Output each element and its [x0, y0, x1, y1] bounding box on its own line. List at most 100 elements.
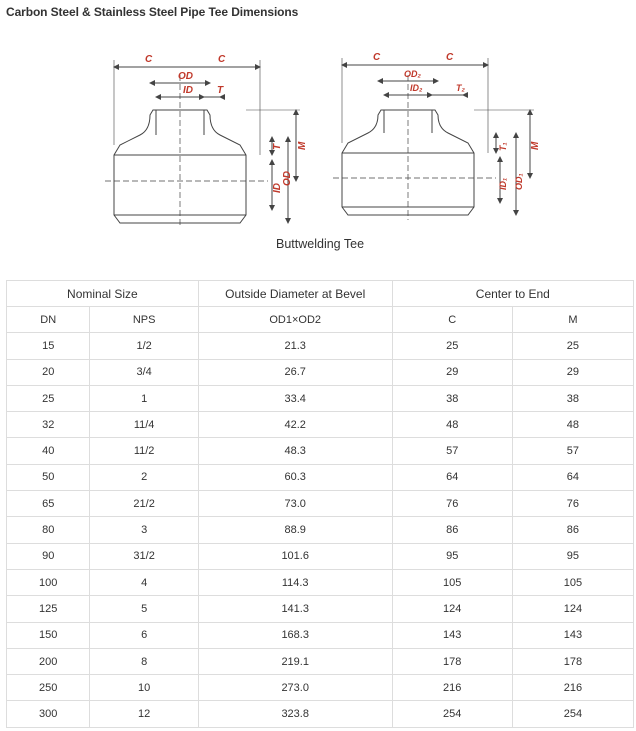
- cell-dn: 90: [5, 542, 91, 570]
- cell-dn: 100: [5, 568, 91, 597]
- cell-dn: 50: [5, 463, 91, 492]
- cell-od: 273.0: [197, 674, 393, 702]
- cell-od: 88.9: [197, 516, 393, 544]
- dimensions-table: Nominal Size Outside Diameter at Bevel C…: [5, 280, 635, 728]
- cell-dn: 15: [5, 332, 91, 360]
- label-c2-left: C: [373, 52, 381, 63]
- cell-m: 25: [511, 332, 635, 360]
- cell-nps: 2: [89, 463, 199, 492]
- header-nps: NPS: [89, 305, 199, 334]
- cell-od: 21.3: [197, 332, 393, 360]
- diagram-caption: Buttwelding Tee: [276, 237, 365, 251]
- cell-nps: 5: [89, 595, 199, 623]
- cell-m: 254: [511, 700, 635, 728]
- label-t2: T₂: [456, 83, 465, 93]
- cell-c: 143: [391, 621, 513, 649]
- cell-c: 86: [391, 516, 513, 544]
- label-t: T: [217, 85, 224, 96]
- label-id: ID: [183, 85, 193, 96]
- cell-m: 86: [511, 516, 635, 544]
- cell-c: 64: [391, 463, 513, 492]
- cell-m: 57: [511, 437, 635, 465]
- cell-od: 48.3: [197, 437, 393, 465]
- cell-nps: 12: [89, 700, 199, 728]
- cell-od: 60.3: [197, 463, 393, 492]
- cell-nps: 31/2: [89, 542, 199, 570]
- cell-c: 76: [391, 490, 513, 518]
- equal-tee-drawing: [105, 60, 300, 225]
- label-id-vertical: ID: [272, 183, 283, 193]
- cell-m: 48: [511, 411, 635, 439]
- header-center-to-end: Center to End: [391, 280, 635, 307]
- cell-m: 124: [511, 595, 635, 623]
- cell-c: 105: [391, 568, 513, 597]
- table-sub-header-row: DN NPS OD1×OD2 C M: [5, 305, 635, 334]
- cell-dn: 65: [5, 490, 91, 518]
- header-nominal-size: Nominal Size: [6, 280, 199, 307]
- cell-m: 105: [511, 568, 635, 597]
- cell-m: 64: [511, 463, 635, 492]
- cell-dn: 80: [5, 516, 91, 544]
- cell-m: 143: [511, 621, 635, 649]
- cell-nps: 1/2: [89, 332, 199, 360]
- cell-od: 168.3: [197, 621, 393, 649]
- label-m: M: [297, 141, 308, 150]
- cell-m: 29: [511, 358, 635, 386]
- cell-od: 219.1: [197, 647, 393, 676]
- label-od1-vertical: OD₁: [514, 173, 524, 190]
- cell-od: 323.8: [197, 700, 393, 728]
- cell-nps: 11/4: [89, 411, 199, 439]
- cell-nps: 1: [89, 384, 199, 413]
- cell-c: 25: [391, 332, 513, 360]
- cell-od: 141.3: [197, 595, 393, 623]
- cell-c: 57: [391, 437, 513, 465]
- cell-nps: 6: [89, 621, 199, 649]
- cell-nps: 11/2: [89, 437, 199, 465]
- cell-m: 178: [511, 647, 635, 676]
- cell-c: 216: [391, 674, 513, 702]
- cell-nps: 21/2: [89, 490, 199, 518]
- header-m: M: [511, 305, 635, 334]
- label-od2: OD₂: [404, 69, 422, 79]
- cell-dn: 125: [5, 595, 91, 623]
- cell-nps: 3/4: [89, 358, 199, 386]
- label-c-right: C: [218, 54, 226, 65]
- label-c-left: C: [145, 54, 153, 65]
- label-id2: ID₂: [410, 83, 423, 93]
- cell-od: 114.3: [197, 568, 393, 597]
- header-outside-diameter: Outside Diameter at Bevel: [197, 280, 393, 307]
- cell-c: 254: [391, 700, 513, 728]
- cell-dn: 200: [5, 647, 91, 676]
- cell-c: 48: [391, 411, 513, 439]
- label-id1-vertical: ID₁: [498, 178, 508, 190]
- cell-c: 29: [391, 358, 513, 386]
- cell-c: 178: [391, 647, 513, 676]
- cell-od: 101.6: [197, 542, 393, 570]
- cell-od: 73.0: [197, 490, 393, 518]
- label-c2-right: C: [446, 52, 454, 63]
- header-dn: DN: [5, 305, 91, 334]
- cell-m: 76: [511, 490, 635, 518]
- table-group-header-row: Nominal Size Outside Diameter at Bevel C…: [6, 280, 635, 307]
- header-c: C: [391, 305, 513, 334]
- cell-nps: 3: [89, 516, 199, 544]
- cell-m: 95: [511, 542, 635, 570]
- page-title: Carbon Steel & Stainless Steel Pipe Tee …: [6, 5, 299, 19]
- cell-od: 42.2: [197, 411, 393, 439]
- cell-dn: 250: [5, 674, 91, 702]
- label-m2: M: [530, 141, 541, 150]
